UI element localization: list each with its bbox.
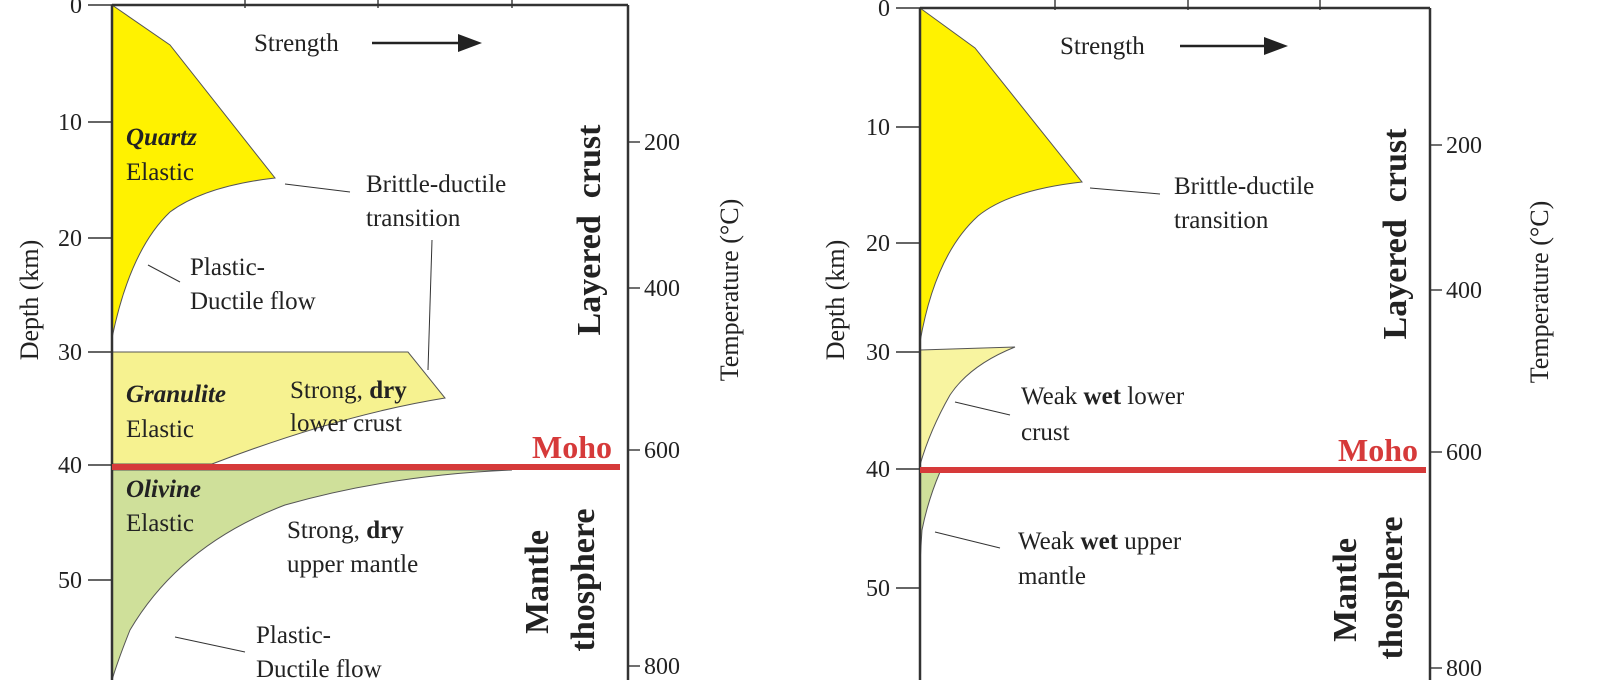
olivine-sub: Elastic bbox=[126, 510, 194, 537]
plastic-ductile-upper: Ductile flow bbox=[190, 288, 316, 315]
strength-label: Strength bbox=[254, 30, 339, 57]
brittle-ductile-label: Brittle-ductile bbox=[366, 171, 506, 198]
quartz-envelope bbox=[111, 4, 276, 339]
granulite-envelope bbox=[111, 351, 446, 465]
depth-tick-label: 0 bbox=[70, 0, 82, 19]
upper-mantle-label: upper mantle bbox=[287, 551, 418, 578]
temperature-tick-label: 400 bbox=[1446, 278, 1482, 304]
lower-crust-label: Strong, dry bbox=[290, 377, 407, 404]
depth-tick-label: 20 bbox=[58, 226, 82, 252]
granulite-name: Granulite bbox=[126, 381, 226, 408]
temperature-tick-label: 200 bbox=[644, 130, 680, 156]
temperature-tick-label: 600 bbox=[1446, 440, 1482, 466]
brittle-ductile-label: transition bbox=[1174, 207, 1269, 234]
lithosphere-label: thosphere bbox=[1373, 517, 1410, 660]
arrowhead-icon bbox=[458, 34, 482, 52]
depth-tick-label: 10 bbox=[866, 115, 890, 141]
depth-tick-label: 30 bbox=[866, 340, 890, 366]
layered-crust-label: Layered crust bbox=[571, 124, 608, 336]
panel-left: 0 10 20 30 40 50 Depth (km) 200 400 600 … bbox=[15, 0, 744, 680]
temperature-axis-title: Temperature (°C) bbox=[1525, 201, 1554, 384]
panel-right: 0 10 20 30 40 50 Depth (km) 200 400 600 … bbox=[821, 0, 1554, 680]
mantle-label: Mantle bbox=[1327, 538, 1364, 642]
depth-axis-title: Depth (km) bbox=[821, 240, 850, 361]
depth-tick-label: 40 bbox=[866, 457, 890, 483]
depth-tick-label: 20 bbox=[866, 231, 890, 257]
depth-tick-label: 50 bbox=[866, 576, 890, 602]
arrowhead-icon bbox=[1264, 37, 1288, 55]
temperature-tick-label: 600 bbox=[644, 438, 680, 464]
temperature-tick-label: 400 bbox=[644, 276, 680, 302]
granulite-sub: Elastic bbox=[126, 416, 194, 443]
olivine-envelope bbox=[919, 471, 941, 571]
depth-tick-label: 50 bbox=[58, 568, 82, 594]
brittle-ductile-label: Brittle-ductile bbox=[1174, 173, 1314, 200]
temperature-tick-label: 800 bbox=[1446, 656, 1482, 680]
brittle-ductile-label: transition bbox=[366, 205, 461, 232]
olivine-name: Olivine bbox=[126, 476, 201, 503]
temperature-tick-label: 200 bbox=[1446, 133, 1482, 159]
quartz-envelope bbox=[919, 7, 1083, 343]
quartz-name: Quartz bbox=[126, 124, 197, 151]
moho-label: Moho bbox=[1338, 432, 1418, 468]
lower-crust-label: crust bbox=[1021, 419, 1070, 446]
strength-label: Strength bbox=[1060, 33, 1145, 60]
plastic-ductile-lower: Plastic- bbox=[256, 622, 331, 649]
lower-crust-label: Weak wet lower bbox=[1021, 383, 1185, 410]
depth-tick-label: 0 bbox=[878, 0, 890, 22]
lower-crust-label: lower crust bbox=[290, 410, 402, 437]
temperature-tick-label: 800 bbox=[644, 654, 680, 680]
depth-axis-title: Depth (km) bbox=[15, 240, 44, 361]
granulite-envelope bbox=[919, 346, 1016, 466]
upper-mantle-label: Strong, dry bbox=[287, 517, 404, 544]
layered-crust-label: Layered crust bbox=[1377, 128, 1414, 340]
plastic-ductile-lower: Ductile flow bbox=[256, 656, 382, 680]
depth-tick-label: 10 bbox=[58, 110, 82, 136]
plastic-ductile-upper: Plastic- bbox=[190, 254, 265, 281]
depth-tick-label: 30 bbox=[58, 340, 82, 366]
quartz-sub: Elastic bbox=[126, 159, 194, 186]
mantle-label: Mantle bbox=[519, 530, 556, 634]
temperature-axis-title: Temperature (°C) bbox=[715, 199, 744, 382]
depth-tick-label: 40 bbox=[58, 453, 82, 479]
olivine-envelope bbox=[111, 469, 513, 680]
upper-mantle-label: Weak wet upper bbox=[1018, 528, 1182, 555]
lithosphere-label: thosphere bbox=[565, 509, 602, 652]
moho-label: Moho bbox=[532, 429, 612, 465]
upper-mantle-label: mantle bbox=[1018, 563, 1086, 590]
